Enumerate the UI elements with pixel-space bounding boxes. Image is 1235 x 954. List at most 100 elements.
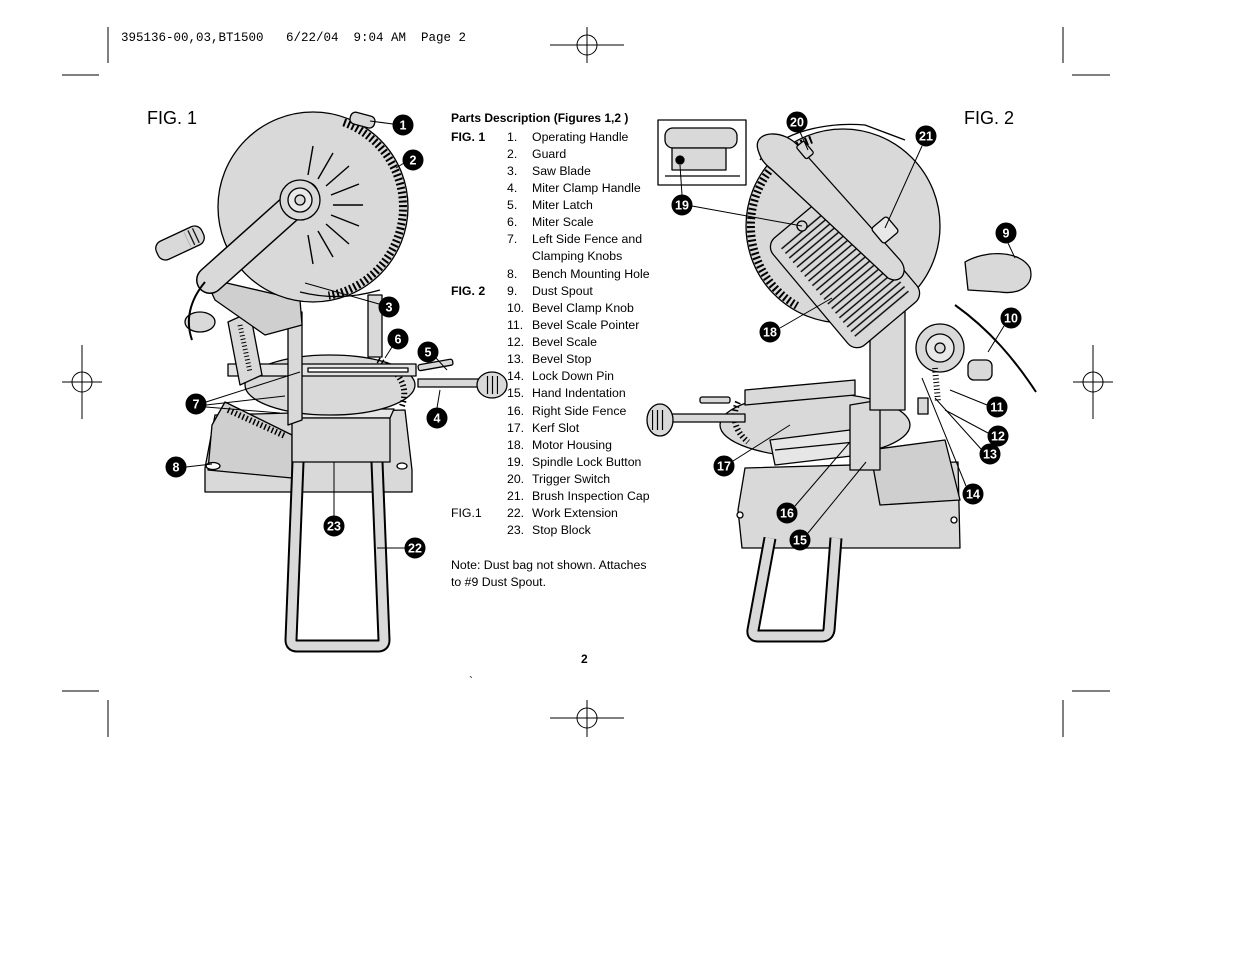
callout-17: 17 <box>713 424 791 477</box>
figure-group-label: FIG. 1 <box>451 129 486 144</box>
note-line: Note: Dust bag not shown. Attaches <box>451 558 647 572</box>
callout-11: 11 <box>949 389 1008 418</box>
parts-row: 8.Bench Mounting Hole <box>451 266 661 283</box>
part-number: 15. <box>507 386 525 401</box>
part-name: Bench Mounting Hole <box>532 266 650 281</box>
callout-8-number: 8 <box>173 461 180 475</box>
parts-row: 10. Bevel Clamp Knob <box>451 300 661 317</box>
bevel-pivot <box>934 342 946 354</box>
callout-6-number: 6 <box>395 333 402 347</box>
figure-group-label: FIG. 2 <box>451 283 486 298</box>
callout-7-number: 7 <box>193 398 200 412</box>
clamping-knob <box>184 311 216 333</box>
parts-row: 6.Miter Scale <box>451 214 661 231</box>
dust-bag-note: Note: Dust bag not shown. Attaches to #9… <box>451 557 647 591</box>
callout-4-number: 4 <box>434 412 441 426</box>
miter-clamp-handle-grip <box>484 376 498 394</box>
registration-mark-left <box>62 345 102 419</box>
part-number: 10. <box>507 300 525 315</box>
callout-23: 23 <box>323 462 345 537</box>
bench-mounting-hole-right <box>396 462 408 470</box>
part-number: 7. <box>507 232 518 247</box>
part-number: 18. <box>507 437 525 452</box>
part-number: 6. <box>507 215 518 230</box>
callout-15: 15 <box>789 461 867 551</box>
part-name: Trigger Switch <box>532 472 611 486</box>
parts-row: FIG. 1 1. Operating Handle <box>451 129 661 146</box>
base-ribs <box>226 407 287 439</box>
parts-row: 16.Right Side Fence <box>451 403 661 420</box>
guard-vanes <box>307 145 363 265</box>
note-line: to #9 Dust Spout. <box>451 575 547 589</box>
part-number: 4. <box>507 180 518 195</box>
base-right-wedge <box>869 439 961 506</box>
part-name: Bevel Clamp Knob <box>532 300 634 315</box>
part-number: 21. <box>507 489 525 504</box>
callout-19-number: 19 <box>675 199 689 213</box>
part-name: Kerf Slot <box>532 420 580 435</box>
crop-marks <box>62 27 1110 737</box>
callout-3: 3 <box>304 282 400 318</box>
left-side-fence <box>287 311 303 426</box>
part-name: Miter Clamp Handle <box>532 180 641 195</box>
registration-mark-top <box>550 27 624 63</box>
power-cord <box>954 304 1037 393</box>
part-number: 5. <box>507 198 518 212</box>
callout-18: 18 <box>759 297 833 343</box>
part-name: Bevel Scale Pointer <box>532 317 640 332</box>
kerf-slot <box>307 367 409 373</box>
power-cord <box>187 281 206 341</box>
kerf-slot <box>774 441 856 451</box>
part-number: 11. <box>507 317 524 332</box>
miter-scale <box>376 357 408 408</box>
arbor-bolt <box>294 194 306 206</box>
operating-handle <box>756 133 905 281</box>
callout-7: 7 <box>185 371 301 415</box>
callout-4: 4 <box>426 389 448 429</box>
callout-11-number: 11 <box>990 401 1003 415</box>
parts-row: 11. Bevel Scale Pointer <box>451 317 661 334</box>
saw-blade-teeth <box>327 118 407 300</box>
stray-mark: ` <box>469 674 473 688</box>
callout-20-number: 20 <box>790 116 804 130</box>
parts-row: 20.Trigger Switch <box>451 471 661 488</box>
parts-row: 14.Lock Down Pin <box>451 368 661 385</box>
work-extension <box>286 461 389 651</box>
parts-row: 7.Left Side Fence and <box>451 231 661 248</box>
callout-1: 1 <box>369 114 414 136</box>
figure-1-title: FIG. 1 <box>147 108 198 128</box>
callout-15-number: 15 <box>793 534 807 548</box>
operating-handle <box>155 225 205 261</box>
callout-17-number: 17 <box>717 460 731 474</box>
callout-16-number: 16 <box>780 507 794 521</box>
parts-row: 19.Spindle Lock Button <box>451 454 661 471</box>
part-name: Operating Handle <box>532 129 629 144</box>
work-extension <box>748 537 841 641</box>
part-number: 1. <box>507 129 518 144</box>
parts-row: 21.Brush Inspection Cap <box>451 488 661 505</box>
callout-13: 13 <box>934 397 1001 465</box>
part-number: 13. <box>507 352 525 367</box>
part-number: 23. <box>507 523 525 538</box>
bench-mounting-hole <box>205 461 221 471</box>
parts-row: 23.Stop Block <box>451 522 661 539</box>
saw-blade-teeth <box>746 135 813 310</box>
callout-21: 21 <box>884 125 937 229</box>
callout-22: 22 <box>377 537 426 559</box>
print-slug-line: 395136-00,03,BT1500 6/22/04 9:04 AM Page… <box>121 31 467 45</box>
part-number: 9. <box>507 283 518 298</box>
parts-row: 17.Kerf Slot <box>451 420 661 437</box>
registration-marks <box>62 27 1113 737</box>
bevel-stop <box>917 397 929 415</box>
miter-latch <box>417 358 454 372</box>
page-number: 2 <box>581 652 588 666</box>
part-name: Dust Spout <box>532 283 593 298</box>
part-name: Clamping Knobs <box>532 249 623 264</box>
parts-row: 12.Bevel Scale <box>451 334 661 351</box>
figure-2-title: FIG. 2 <box>964 108 1015 128</box>
part-name: Bevel Scale <box>532 335 597 349</box>
parts-row: 15.Hand Indentation <box>451 385 661 402</box>
callout-16: 16 <box>776 441 851 524</box>
